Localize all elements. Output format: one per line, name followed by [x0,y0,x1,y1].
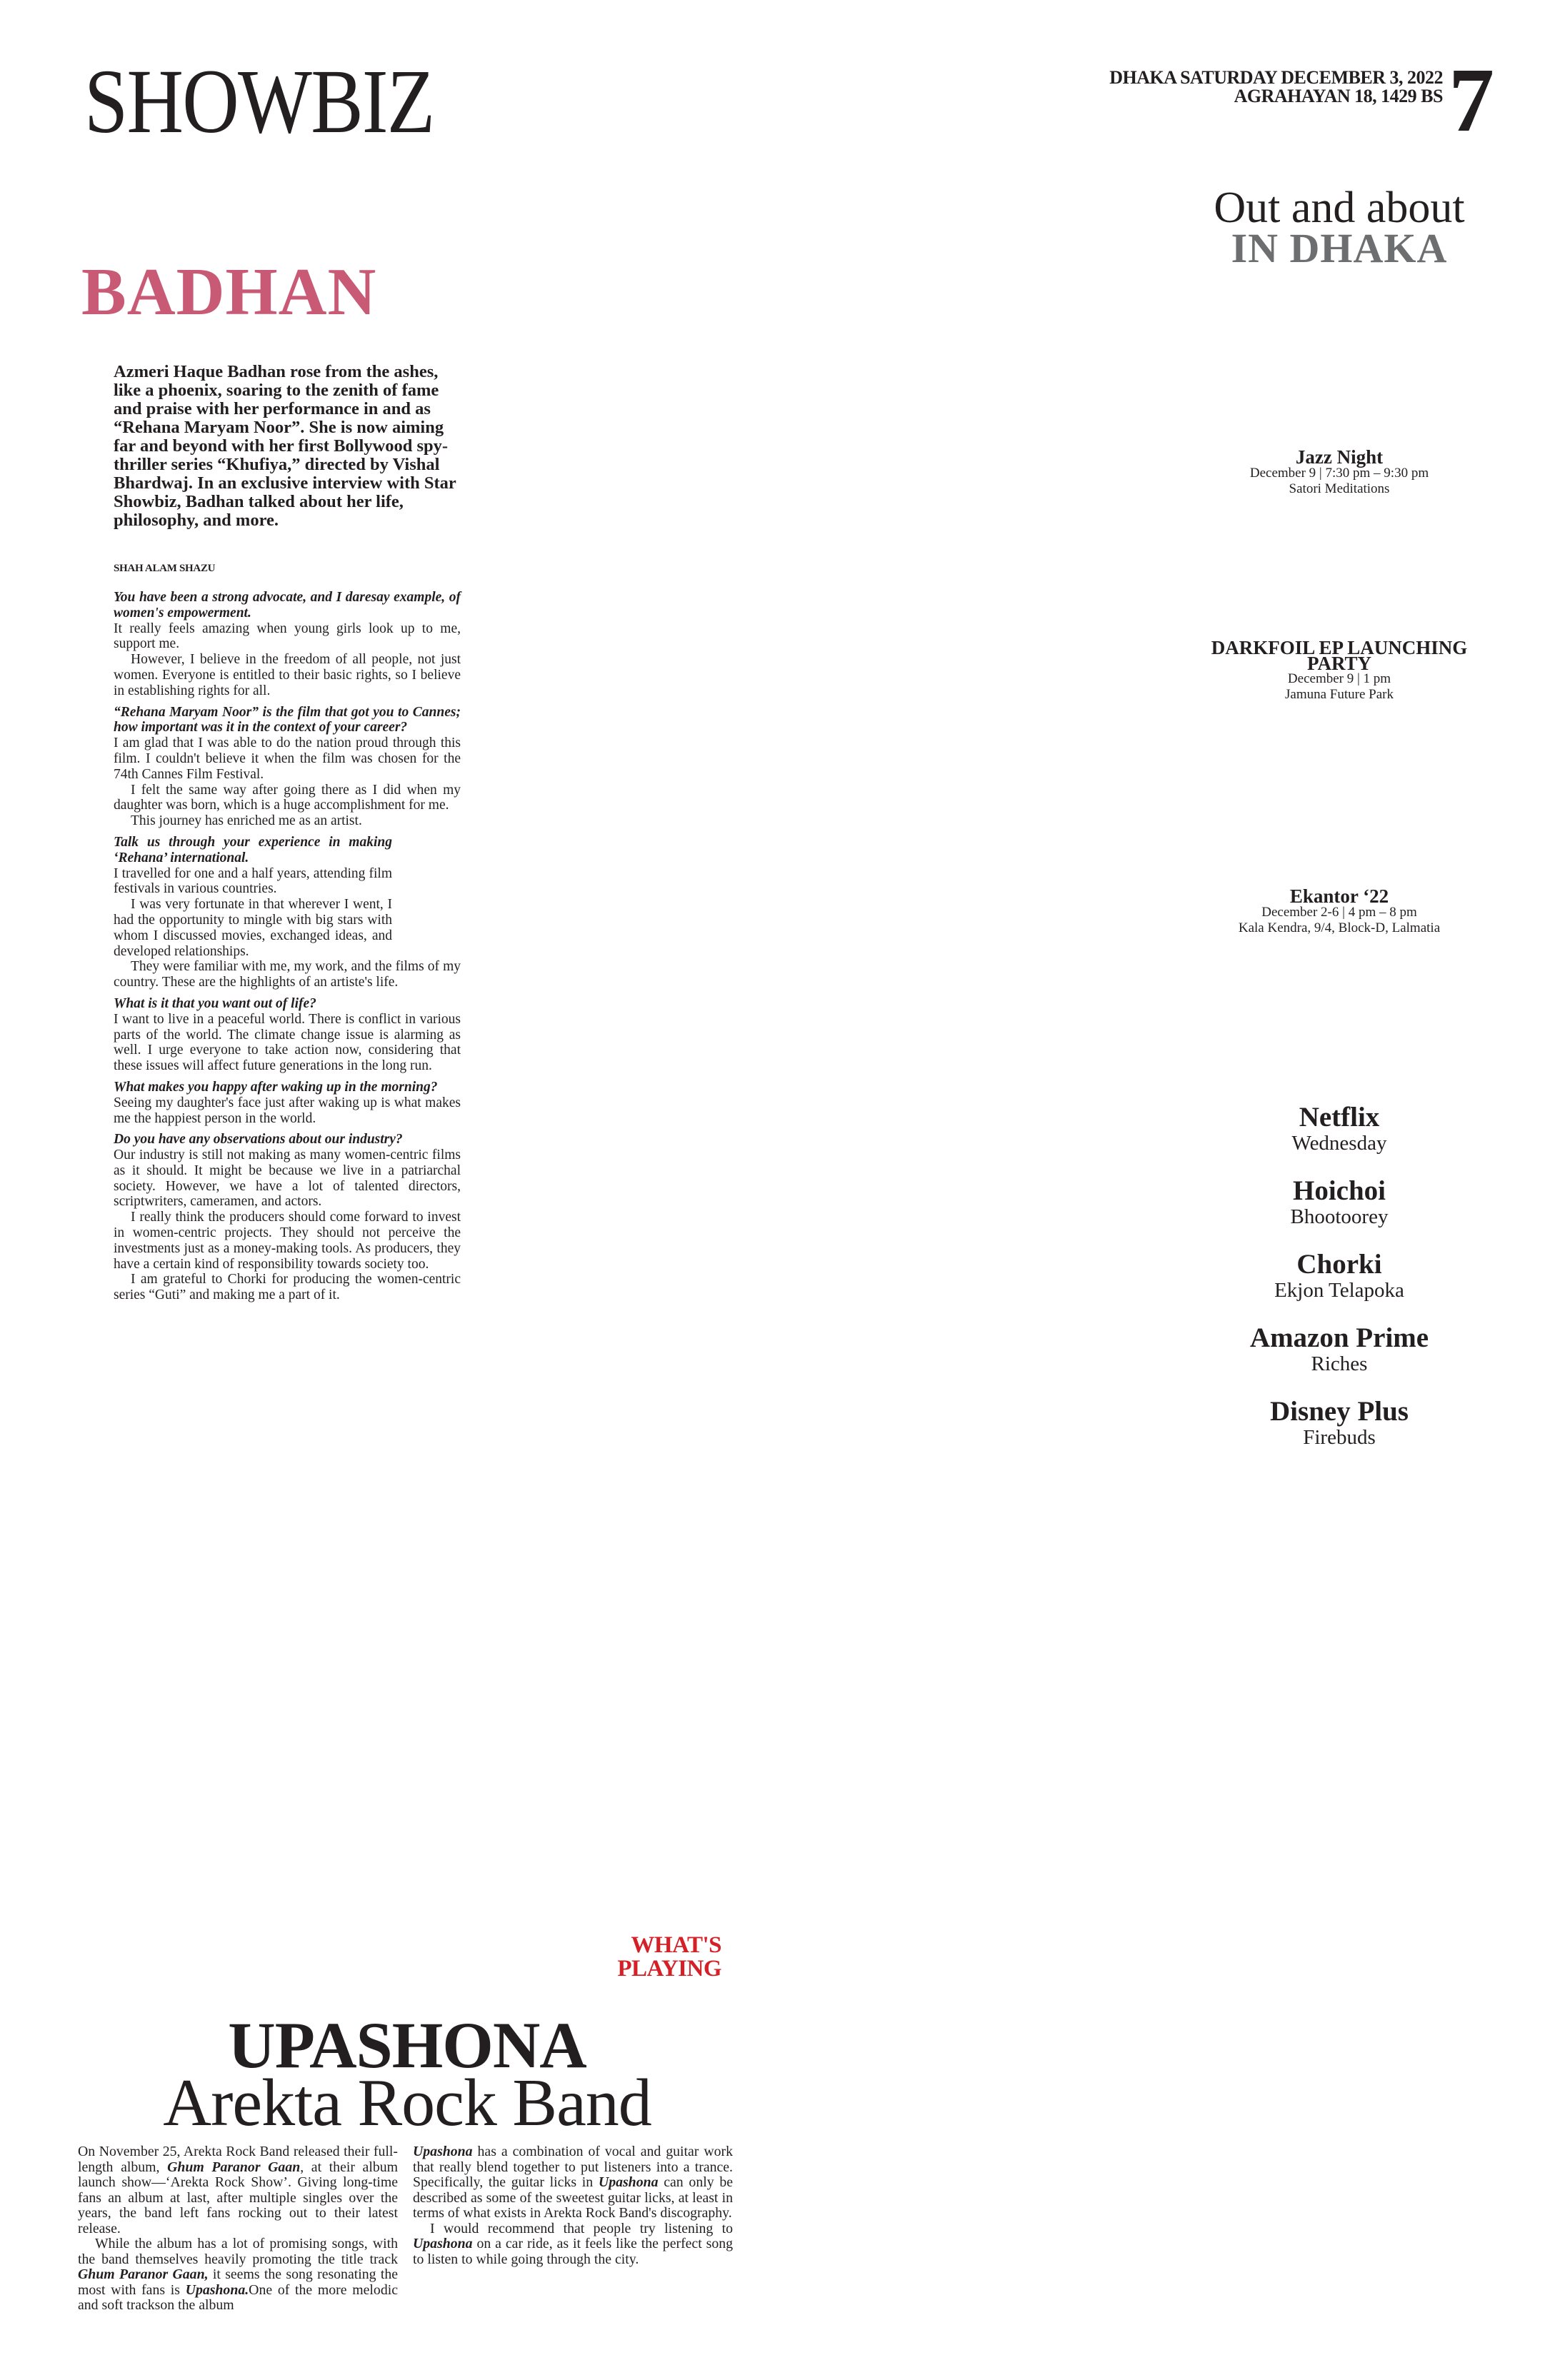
interview-body: You have been a strong advocate, and I d… [114,590,461,1303]
text: While the album has a lot of promising s… [78,2236,398,2267]
show-title: Ekjon Telapoka [1274,1279,1404,1302]
kicker-line: WHAT'S [631,1932,721,1958]
text: can only be described as some of the swe… [413,2174,734,2221]
section-title: SHOWBIZ [84,51,435,152]
interview-question: What makes you happy after waking up in … [114,1079,438,1095]
platform-name: Hoichoi [1292,1175,1386,1206]
event-venue: Jamuna Future Park [1285,687,1394,702]
interview-answer: I am grateful to Chorki for producing th… [114,1272,461,1303]
album-title: Ghum Paranor Gaan [167,2159,301,2175]
review-title: UPASHONA [228,2009,586,2082]
interview-answer: I really think the producers should come… [114,1210,461,1272]
interview-answer: Our industry is still not making as many… [114,1148,461,1210]
platform-name: Netflix [1299,1102,1380,1133]
interview-question: “Rehana Maryam Noor” is the film that go… [114,704,461,735]
event-time: December 2-6 | 4 pm – 8 pm [1261,905,1417,920]
whats-playing-kicker: WHAT'S PLAYING [571,1934,721,1981]
out-and-about-title: Out and about [1214,184,1465,232]
show-title: Wednesday [1291,1132,1387,1155]
platform-name: Disney Plus [1270,1396,1409,1427]
review-paragraph: While the album has a lot of promising s… [78,2236,398,2314]
interview-question: You have been a strong advocate, and I d… [114,590,461,621]
song-title: Upashona [598,2174,659,2190]
article-headline: BADHAN [81,255,377,329]
date-gregorian: DHAKA SATURDAY DECEMBER 3, 2022 [1109,67,1443,88]
interview-answer: I was very fortunate in that wherever I … [114,897,392,959]
song-title: Upashona [413,2236,473,2251]
interview-answer: I am glad that I was able to do the nati… [114,735,461,782]
review-paragraph: I would recommend that people try listen… [413,2221,733,2268]
review-column-1: On November 25, Arekta Rock Band release… [78,2144,398,2314]
event-venue: Satori Meditations [1289,481,1390,496]
interview-question: What is it that you want out of life? [114,995,316,1011]
review-column-2: Upashona has a combination of vocal and … [413,2144,733,2267]
streaming-item: Amazon Prime Riches [1161,1322,1518,1376]
album-title: Ghum Paranor Gaan, [78,2266,209,2282]
text: on a car ride, as it feels like the perf… [413,2236,733,2267]
event-name: DARKFOIL EP LAUNCHING PARTY [1211,637,1468,674]
kicker-line: PLAYING [617,1956,721,1982]
event-time: December 9 | 7:30 pm – 9:30 pm [1249,466,1429,481]
streaming-item: Netflix Wednesday [1161,1103,1518,1155]
text: I would recommend that people try listen… [430,2220,733,2236]
event-venue: Kala Kendra, 9/4, Block-D, Lalmatia [1238,920,1441,935]
text: , at their album launch show—‘Arekta Roc… [78,2159,398,2236]
show-title: Firebuds [1303,1426,1376,1449]
interview-question: Do you have any observations about our i… [114,1132,403,1148]
show-title: Bhootoorey [1290,1205,1389,1228]
text: One of the more melodic and soft trackso… [78,2281,398,2313]
article-lead: Azmeri Haque Badhan rose from the ashes,… [114,362,456,530]
event-item: Ekantor ‘22 December 2-6 | 4 pm – 8 pm K… [1196,885,1482,936]
in-dhaka-title: IN DHAKA [1231,225,1448,271]
song-title: Upashona [413,2144,473,2159]
interview-answer: I want to live in a peaceful world. Ther… [114,1011,461,1074]
review-paragraph: Upashona has a combination of vocal and … [413,2144,733,2221]
event-time: December 9 | 1 pm [1287,671,1391,686]
interview-answer: It really feels amazing when young girls… [114,621,461,652]
show-title: Riches [1311,1352,1368,1375]
interview-answer: I travelled for one and a half years, at… [114,865,392,897]
streaming-item: Disney Plus Firebuds [1161,1396,1518,1450]
song-title: Upashona. [185,2281,249,2298]
byline: SHAH ALAM SHAZU [114,563,216,574]
event-name: Jazz Night [1295,446,1384,468]
streaming-item: Chorki Ekjon Telapoka [1161,1250,1518,1302]
review-paragraph: On November 25, Arekta Rock Band release… [78,2144,398,2236]
streaming-item: Hoichoi Bhootoorey [1161,1175,1518,1229]
interview-question: Talk us through your experience in makin… [114,834,392,865]
out-and-about-heading: Out and about IN DHAKA [1161,184,1518,271]
date-bangla: AGRAHAYAN 18, 1429 BS [1234,86,1444,106]
text: On November 25, Arekta Rock Band release… [78,2144,398,2175]
platform-name: Amazon Prime [1249,1322,1429,1353]
text: has a combination of vocal and guitar wo… [413,2144,733,2190]
event-item: DARKFOIL EP LAUNCHING PARTY December 9 |… [1189,637,1489,703]
event-item: Jazz Night December 9 | 7:30 pm – 9:30 p… [1196,448,1482,497]
interview-answer: I felt the same way after going there as… [114,782,461,813]
text: it seems the song resonating the most wi… [78,2266,399,2298]
review-artist: Arekta Rock Band [163,2066,652,2140]
event-name: Ekantor ‘22 [1289,885,1389,907]
page-number: 7 [1449,49,1494,151]
interview-answer: This journey has enriched me as an artis… [131,813,362,829]
dateline: DHAKA SATURDAY DECEMBER 3, 2022 AGRAHAYA… [1109,69,1443,106]
platform-name: Chorki [1296,1249,1382,1280]
interview-answer: They were familiar with me, my work, and… [114,959,461,990]
interview-answer: However, I believe in the freedom of all… [114,652,461,698]
interview-answer: Seeing my daughter's face just after wak… [114,1095,461,1126]
